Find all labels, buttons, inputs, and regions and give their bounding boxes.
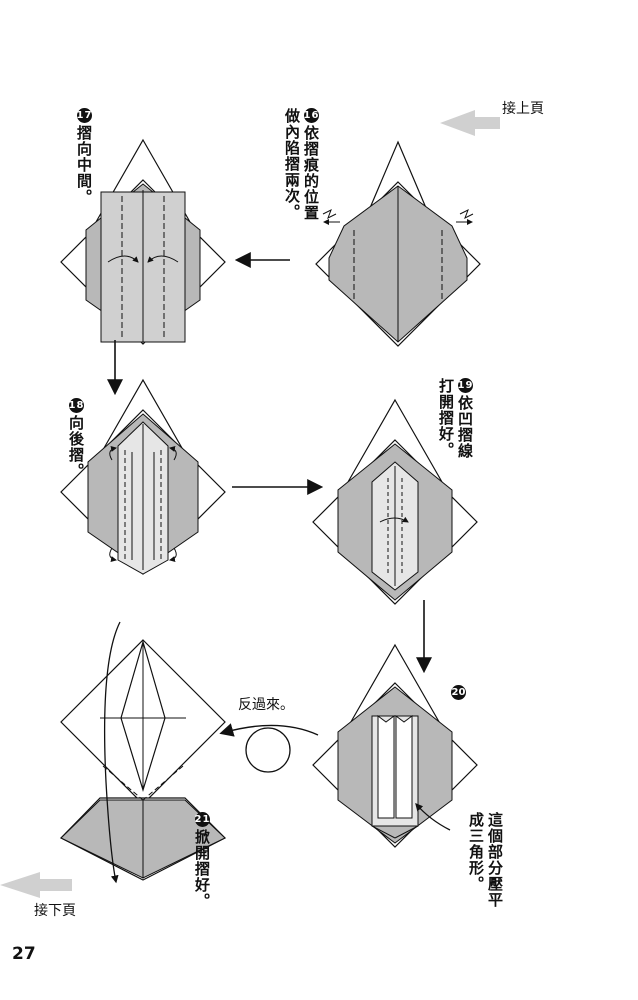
step-21-number: 21 [194, 812, 211, 827]
step-19-figure [312, 398, 478, 605]
step-17-line-1: 摺向中間。 [75, 125, 93, 205]
step-21-line-1: 掀開摺好。 [193, 829, 211, 909]
step-18-instruction: 18 向後摺。 [66, 398, 85, 498]
step-19-number: 19 [457, 378, 474, 393]
press-note-line-2: 成三角形。 [467, 812, 485, 892]
flip-over-arrow [219, 723, 319, 773]
step-21-instruction: 21 掀開摺好。 [192, 812, 211, 922]
step-16-figure [315, 140, 481, 347]
press-note-line-1: 這個部分壓平 [486, 812, 504, 908]
next-page-label[interactable]: 接下頁 [34, 903, 76, 919]
press-flat-note: 這個部分壓平成三角形。 [466, 812, 504, 952]
step-16-instruction: 16 依摺痕的位置做內陷摺兩次。 [282, 108, 320, 298]
page-number: 27 [12, 944, 36, 964]
step-17-number: 17 [76, 108, 93, 123]
next-page-arrow-icon [0, 872, 72, 898]
step-16-line-1: 依摺痕的位置 [302, 125, 320, 221]
step-18-number: 18 [68, 398, 85, 413]
prev-page-arrow-icon [440, 110, 500, 136]
step-17-instruction: 17 摺向中間。 [74, 108, 93, 208]
step-18-figure [60, 378, 226, 575]
step-19-instruction: 19 依凹摺線打開摺好。 [436, 378, 474, 498]
step-16-line-2: 做內陷摺兩次。 [283, 108, 301, 220]
step-18-line-1: 向後摺。 [67, 415, 85, 479]
prev-page-label[interactable]: 接上頁 [502, 101, 544, 117]
step-17-figure [60, 138, 226, 345]
step-20-figure [312, 643, 478, 848]
step-16-number: 16 [303, 108, 320, 123]
step-19-line-1: 依凹摺線 [456, 395, 474, 459]
step-21-figure [60, 621, 227, 884]
step-19-line-2: 打開摺好。 [437, 378, 455, 458]
flip-over-label: 反過來。 [238, 697, 294, 713]
step-20-instruction: 20 [451, 680, 466, 702]
step-20-number: 20 [451, 685, 466, 700]
